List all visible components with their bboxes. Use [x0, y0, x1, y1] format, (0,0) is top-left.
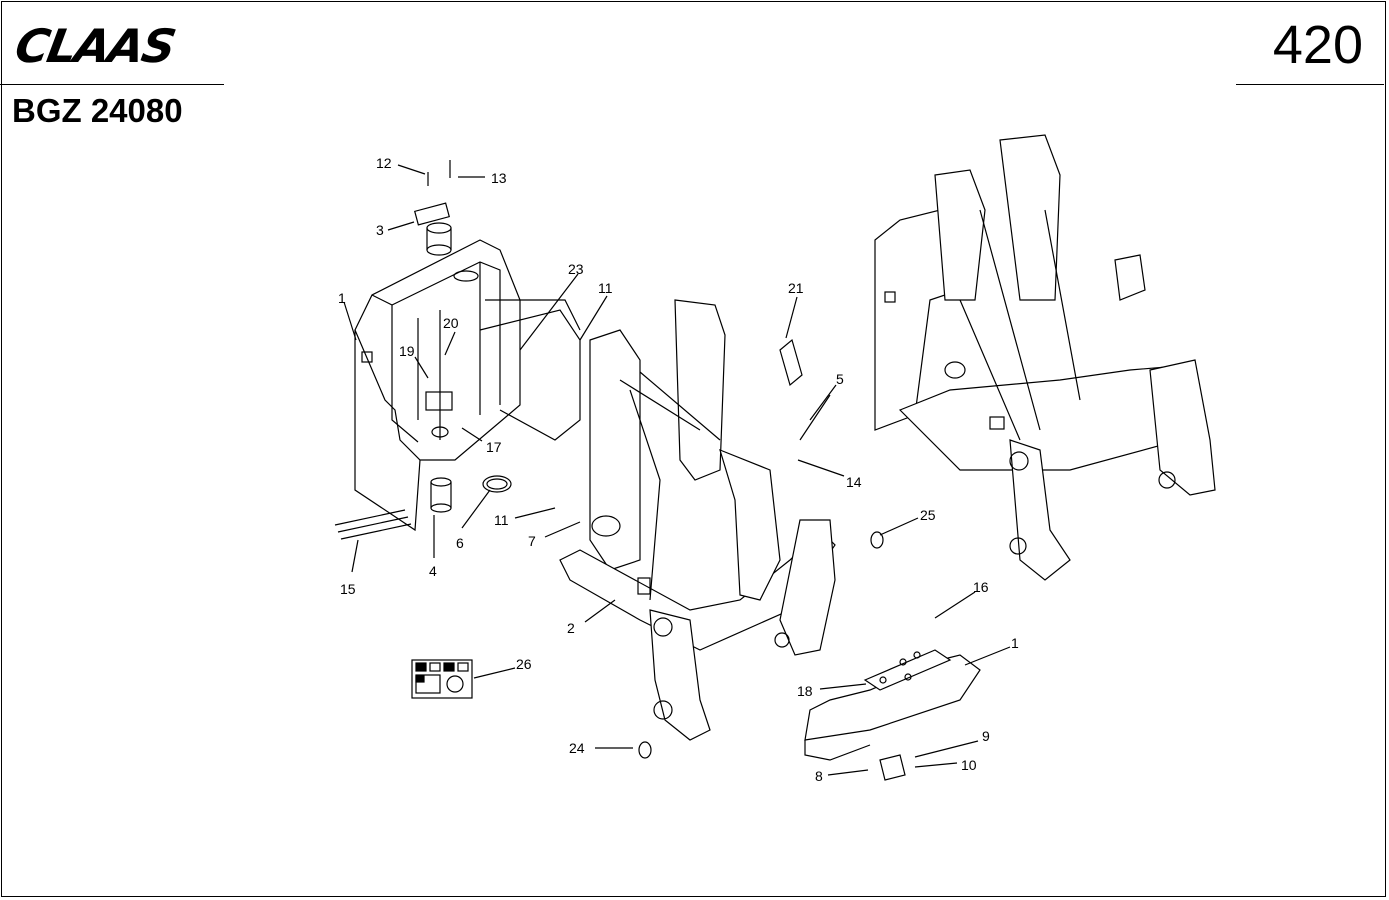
callout-label: 11 [494, 512, 509, 528]
callout-label: 4 [429, 563, 437, 579]
callout-label: 10 [961, 757, 977, 773]
callout-label: 16 [973, 579, 989, 595]
callout-label: 6 [456, 535, 464, 551]
callout-label: 19 [399, 343, 415, 359]
linkage-assembly-drawing [559, 299, 836, 741]
header-divider-right [1236, 84, 1384, 85]
callout-label: 20 [443, 315, 459, 331]
callout-label: 26 [516, 656, 532, 672]
callout-label: 18 [797, 683, 813, 699]
callout-label: 24 [569, 740, 585, 756]
page-number: 420 [1272, 15, 1363, 75]
header-divider-left [0, 84, 224, 85]
callout-label: 14 [846, 474, 862, 490]
callout-label: 17 [486, 439, 502, 455]
callout-label: 13 [491, 170, 507, 186]
leader-lines [343, 164, 1011, 776]
callout-label: 12 [376, 155, 392, 171]
document-number: BGZ 24080 [12, 92, 183, 129]
callout-label: 7 [528, 533, 536, 549]
crossbar-drawing [804, 649, 981, 781]
callout-label: 8 [815, 768, 823, 784]
callout-label: 15 [340, 581, 356, 597]
callout-label: 21 [788, 280, 804, 296]
small-parts-drawing [334, 160, 884, 759]
decal-sheet-icon [411, 659, 473, 699]
assembled-view-drawing [874, 134, 1216, 581]
callout-label: 5 [836, 371, 844, 387]
callout-label: 2 [567, 620, 575, 636]
callout-label: 11 [598, 280, 613, 296]
callout-label: 9 [982, 728, 990, 744]
callout-label: 25 [920, 507, 936, 523]
callout-label: 1 [1011, 635, 1019, 651]
callout-label: 1 [338, 290, 346, 306]
callout-labels: 12 13 3 1 23 11 21 5 20 19 17 14 6 11 7 … [338, 155, 1019, 784]
callout-label: 3 [376, 222, 384, 238]
main-frame-drawing [354, 202, 581, 532]
callout-label: 23 [568, 261, 584, 277]
